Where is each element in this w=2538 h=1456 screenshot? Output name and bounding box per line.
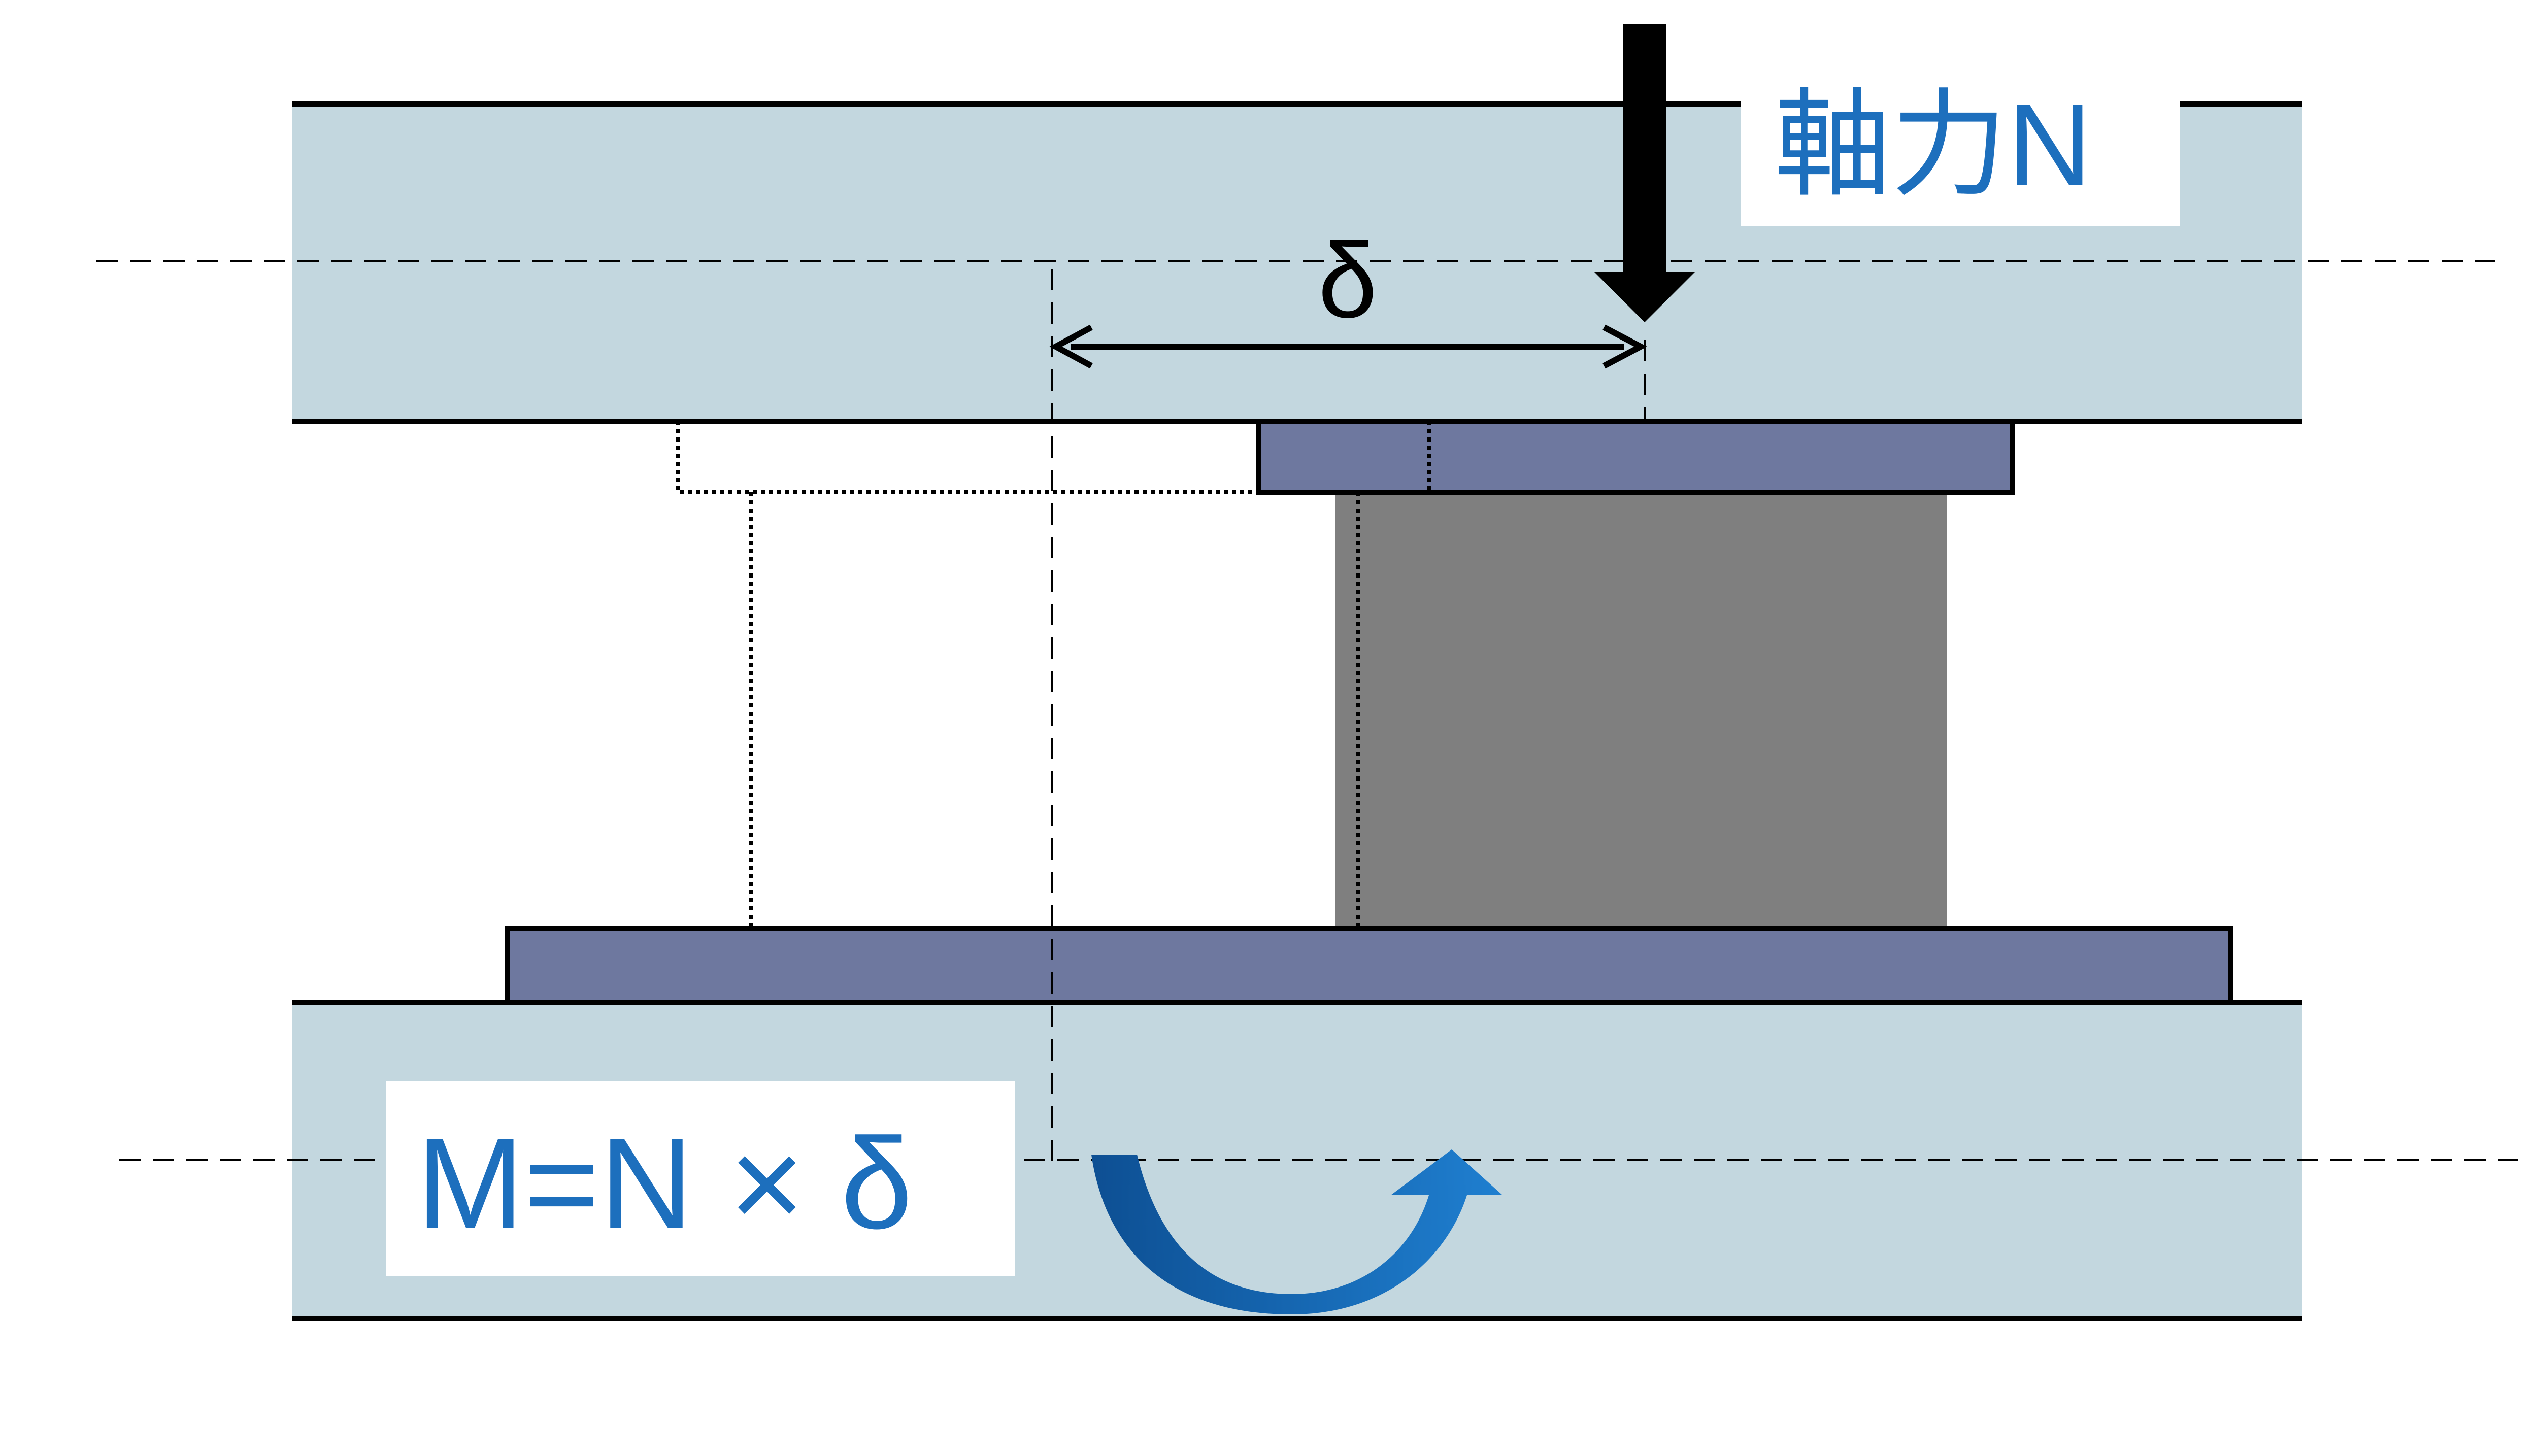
curved-arrow-icon	[1091, 1149, 1502, 1314]
original-top-plate-outline	[676, 421, 1259, 494]
axial-force-label-box	[1741, 99, 2180, 226]
axial-force-label: 軸力N	[1774, 80, 2092, 210]
original-bearing-outline	[676, 421, 1259, 929]
bearing-bottom-plate	[505, 926, 2233, 1005]
bearing-top-plate	[1256, 419, 2015, 495]
down-arrow-icon	[1594, 24, 1695, 322]
double-headed-arrow-icon	[1049, 324, 1647, 369]
bearing-rubber-body	[1335, 492, 1947, 929]
moment-label: M=N × δ	[416, 1111, 913, 1256]
moment-label-box	[386, 1081, 1015, 1276]
offset-label: δ	[1318, 221, 1378, 340]
